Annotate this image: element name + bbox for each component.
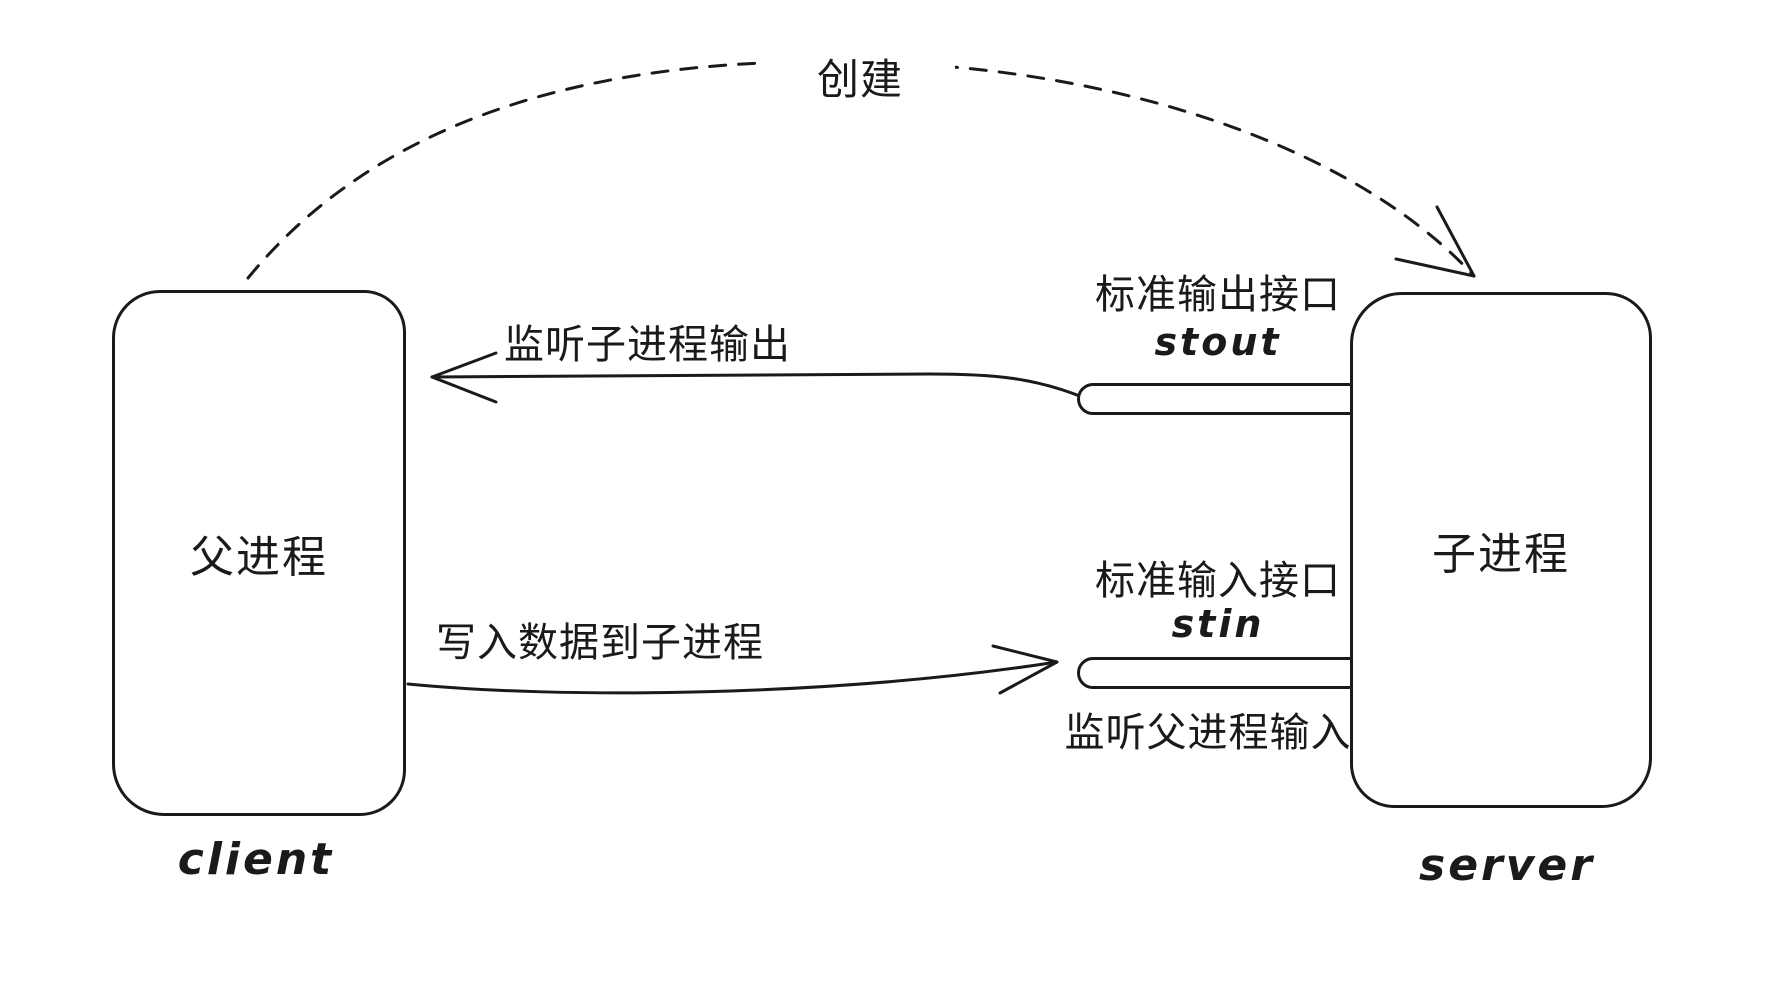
stdin-port-label: 标准输入接口 [1095, 558, 1341, 604]
client-caption: client [177, 834, 335, 885]
parent-process-title: 父进程 [190, 532, 328, 583]
create-arrow-label: 创建 [765, 46, 955, 107]
stdin-arrow-label: 写入数据到子进程 [436, 620, 764, 666]
stdout-pipe [1077, 383, 1365, 415]
stdin-listen-caption: 监听父进程输入 [1064, 710, 1352, 756]
stdin-pipe [1077, 657, 1365, 689]
server-caption: server [1419, 840, 1595, 891]
stdout-arrow-label: 监听子进程输出 [504, 322, 791, 368]
parent-process-box: 父进程 [112, 290, 406, 816]
stdin-port-name: stin [1171, 602, 1265, 646]
stdout-arrowhead-icon [430, 351, 498, 404]
stdout-arrow-curve [430, 372, 1089, 401]
stdin-arrowhead-icon [991, 644, 1059, 695]
stdout-port-name: stout [1154, 320, 1282, 364]
create-arrowhead-icon [1394, 205, 1476, 278]
stdout-port-label: 标准输出接口 [1095, 272, 1341, 318]
child-process-title: 子进程 [1432, 529, 1570, 580]
child-process-box: 子进程 [1350, 292, 1652, 808]
stdin-arrow-curve [406, 660, 1059, 695]
